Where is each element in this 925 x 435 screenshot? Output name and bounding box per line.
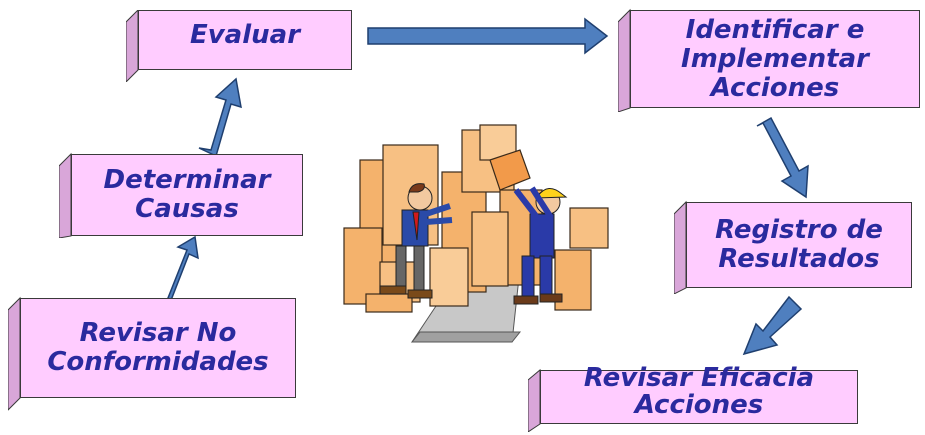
step-label-line: Implementar <box>681 43 869 74</box>
step-label-line: Acciones <box>710 72 840 103</box>
step-label-line: Determinar <box>103 165 271 195</box>
worker-right <box>513 186 568 305</box>
step-label-line: Causas <box>135 194 239 224</box>
step-label-line: Revisar No <box>79 318 237 348</box>
arrow-revisar-to-determinar <box>151 235 199 310</box>
step-label-line: Acciones <box>634 390 764 420</box>
step-label-line: Conformidades <box>47 347 269 377</box>
step-evaluar: Evaluar <box>126 10 352 82</box>
arrow-identificar-to-registro <box>756 116 809 199</box>
arrow-determinar-to-evaluar <box>198 77 242 158</box>
arrow-evaluar-to-identificar <box>367 17 609 55</box>
step-label-line: Registro de <box>715 215 883 245</box>
worker-left <box>379 183 453 299</box>
arrow-registro-to-eficacia <box>742 295 803 356</box>
step-label-line: Resultados <box>718 244 880 274</box>
step-label-line: Identificar e <box>685 14 865 45</box>
stacked-boxes <box>343 124 609 313</box>
step-label-line: Evaluar <box>189 20 301 50</box>
step-label-line: Revisar Eficacia <box>583 363 815 393</box>
